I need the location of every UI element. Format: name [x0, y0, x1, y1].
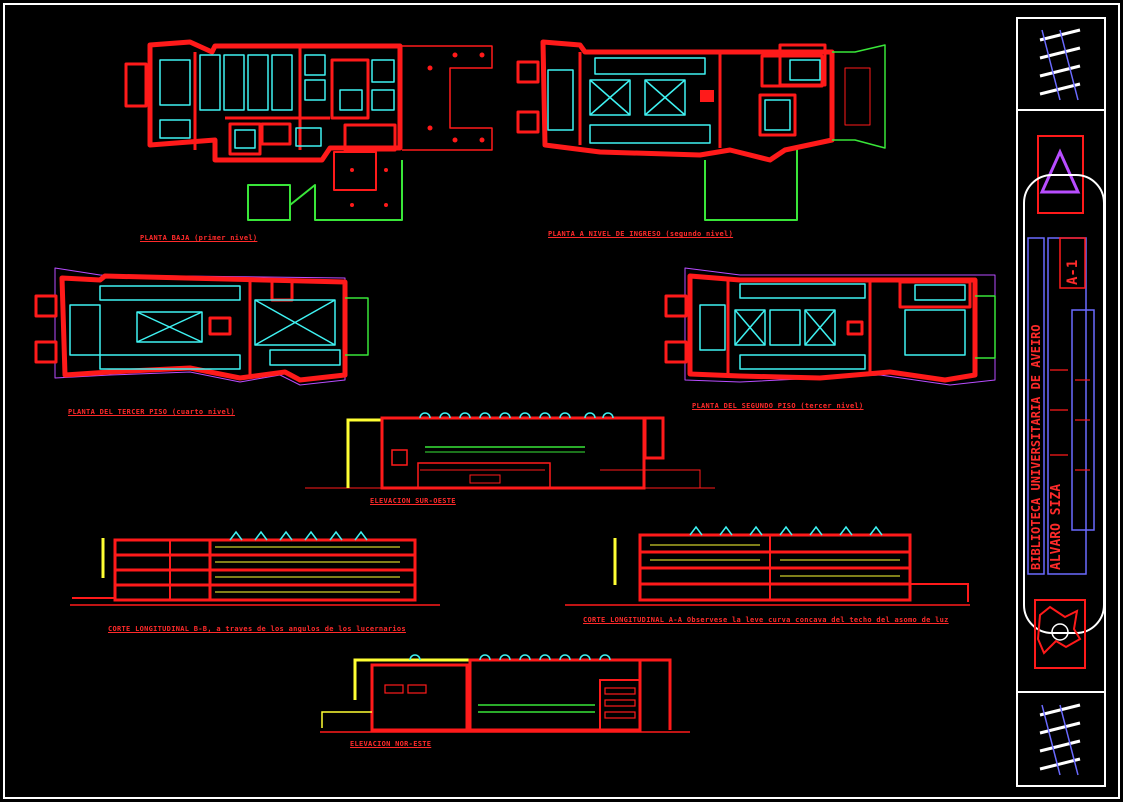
caption-plan-fourth: PLANTA DEL TERCER PISO (cuarto nivel) — [68, 408, 236, 416]
architect-name: ALVARO SIZA — [1049, 483, 1064, 570]
title-block — [1016, 17, 1106, 787]
plan-entrance-level — [516, 39, 886, 221]
caption-section-aa: CORTE LONGITUDINAL A-A Observese la leve… — [583, 616, 949, 624]
section-bb — [70, 530, 440, 606]
sheet-border — [3, 3, 1120, 799]
caption-plan-third: PLANTA DEL SEGUNDO PISO (tercer nivel) — [692, 402, 864, 410]
plan-third-level — [664, 267, 996, 386]
project-title: BIBLIOTECA UNIVERSITARIA DE AVEIRO — [1029, 324, 1043, 570]
caption-plan-entrance: PLANTA A NIVEL DE INGRESO (segundo nivel… — [548, 230, 734, 238]
section-aa — [565, 525, 970, 606]
caption-section-bb: CORTE LONGITUDINAL B-B, a traves de los … — [108, 625, 406, 633]
caption-elevation-ne: ELEVACION NOR-ESTE — [350, 740, 432, 748]
caption-plan-ground: PLANTA BAJA (primer nivel) — [140, 234, 258, 242]
top-logo — [1039, 28, 1081, 101]
sheet-number: A-1 — [1065, 259, 1081, 285]
bottom-logo — [1039, 703, 1081, 776]
elevation-ne — [320, 654, 690, 733]
plan-ground-floor — [124, 39, 493, 221]
plan-fourth-level — [34, 267, 369, 386]
caption-elevation-sw: ELEVACION SUR-OESTE — [370, 497, 456, 505]
elevation-sw — [305, 412, 715, 490]
